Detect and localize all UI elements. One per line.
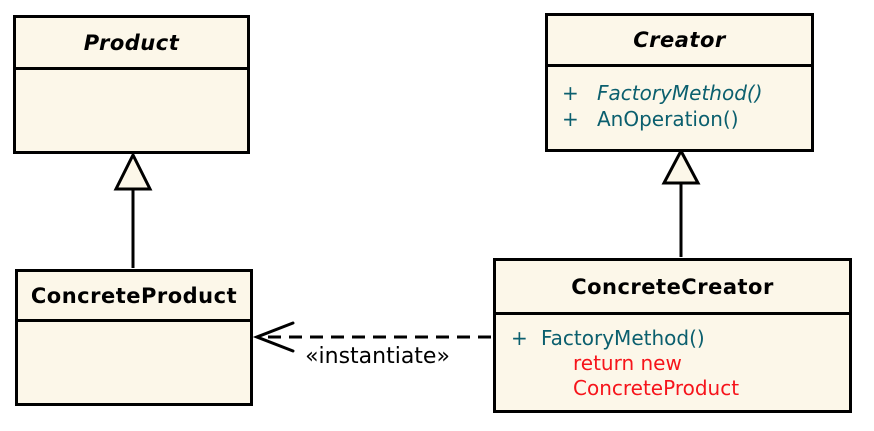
visibility-public: + (511, 326, 528, 350)
inheritance-arrow-concreteproduct-to-product (113, 151, 153, 268)
pseudocode-line: return new (573, 351, 682, 375)
instantiate-stereotype-label: «instantiate» (305, 344, 450, 369)
class-body-concreteproduct (18, 322, 250, 333)
method-row-factorymethod: + FactoryMethod() (548, 80, 811, 106)
pseudocode-line: ConcreteProduct (573, 376, 740, 400)
method-signature: FactoryMethod() (541, 326, 705, 350)
class-title-product: Product (16, 18, 247, 70)
method-row-factorymethod: + FactoryMethod() (496, 326, 849, 351)
hollow-triangle-icon (661, 147, 701, 185)
class-box-creator: Creator + FactoryMethod() + AnOperation(… (545, 13, 814, 152)
hollow-triangle-icon (113, 151, 153, 191)
class-box-product: Product (13, 15, 250, 154)
class-title-concreteproduct: ConcreteProduct (18, 272, 250, 322)
method-signature: AnOperation() (597, 107, 739, 131)
class-body-concretecreator: + FactoryMethod() return new ConcretePro… (496, 315, 849, 401)
class-box-concretecreator: ConcreteCreator + FactoryMethod() return… (493, 258, 852, 413)
class-title-creator: Creator (548, 16, 811, 67)
method-signature: FactoryMethod() (597, 81, 763, 105)
class-box-concreteproduct: ConcreteProduct (15, 269, 253, 406)
method-row-anoperation: + AnOperation() (548, 106, 811, 132)
class-title-concretecreator: ConcreteCreator (496, 261, 849, 315)
class-body-creator: + FactoryMethod() + AnOperation() (548, 67, 811, 132)
visibility-public: + (562, 81, 579, 105)
visibility-public: + (562, 107, 579, 131)
class-body-product (16, 70, 247, 81)
inheritance-arrow-concretecreator-to-creator (661, 147, 701, 257)
